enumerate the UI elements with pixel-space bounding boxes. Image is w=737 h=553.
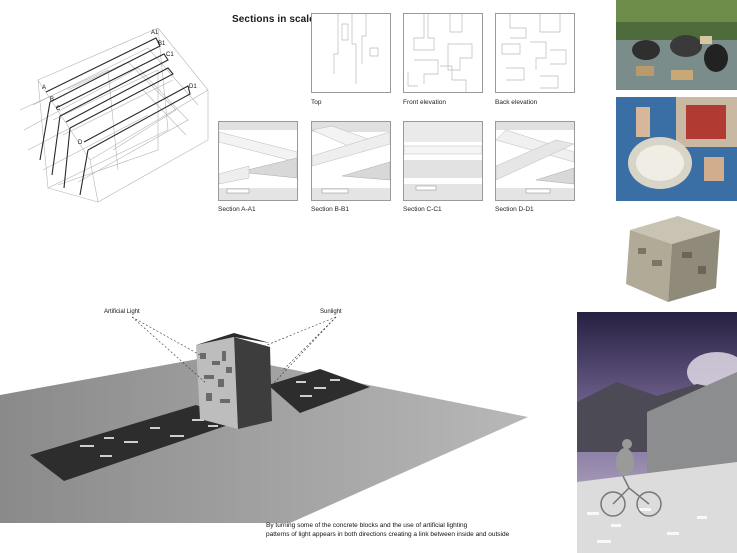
artificial-light-ray-2	[131, 316, 207, 384]
floor-plane	[0, 355, 528, 523]
label-section-b: Section B-B1	[311, 206, 349, 213]
photo-workshop	[616, 0, 737, 90]
label-front-elevation: Front elevation	[403, 99, 446, 106]
axo-label-a1: A1	[151, 30, 159, 36]
axo-label-b: B	[50, 97, 55, 103]
cut-line-b	[55, 53, 169, 117]
shadow-right	[268, 369, 370, 413]
photo-mixing-concrete	[616, 97, 737, 201]
section-top-drawing	[311, 13, 391, 93]
axo-label-a: A	[42, 85, 47, 91]
block-side	[234, 337, 272, 429]
label-back-elevation: Back elevation	[495, 99, 538, 106]
label-section-d: Section D-D1	[495, 206, 534, 213]
sunlight-ray-2	[271, 316, 337, 386]
section-c-c1-drawing	[403, 121, 483, 201]
section-front-elevation	[403, 13, 483, 93]
axo-label-c1: C1	[166, 52, 174, 58]
section-a-a1-drawing	[218, 121, 298, 201]
label-top: Top	[311, 99, 322, 106]
sunlight-ray-1	[261, 316, 337, 348]
cut-line-a	[45, 37, 161, 103]
sections-title: Sections in scale 1:5	[232, 14, 333, 25]
light-pattern-shadow	[80, 379, 340, 457]
block-top	[196, 333, 270, 345]
label-artificial-light: Artificial Light	[104, 309, 140, 315]
axo-label-c: C	[56, 106, 61, 112]
caption-line-2: patterns of light appears in both direct…	[266, 531, 510, 538]
render-caption: By turning some of the concrete blocks a…	[266, 521, 509, 539]
axo-label-d1: D1	[189, 84, 197, 90]
axo-label-d: D	[78, 140, 83, 146]
sunlight-ray-3	[281, 316, 337, 372]
axonometric-drawing	[19, 27, 209, 203]
axo-label-b1: B1	[158, 41, 166, 47]
section-d-d1-drawing	[495, 121, 575, 201]
section-b-b1-drawing	[311, 121, 391, 201]
main-render	[0, 316, 528, 523]
label-section-a: Section A-A1	[218, 206, 256, 213]
render-wall-bicycle	[577, 312, 737, 553]
artificial-light-ray-1	[131, 316, 201, 356]
cut-line-d	[83, 85, 191, 151]
photo-concrete-block	[616, 208, 737, 308]
section-back-elevation	[495, 13, 575, 93]
caption-line-1: By turning some of the concrete blocks a…	[266, 522, 468, 529]
label-section-c: Section C-C1	[403, 206, 442, 213]
label-sunlight: Sunlight	[320, 309, 342, 315]
block-front	[196, 337, 238, 429]
cut-line-c	[65, 67, 174, 129]
